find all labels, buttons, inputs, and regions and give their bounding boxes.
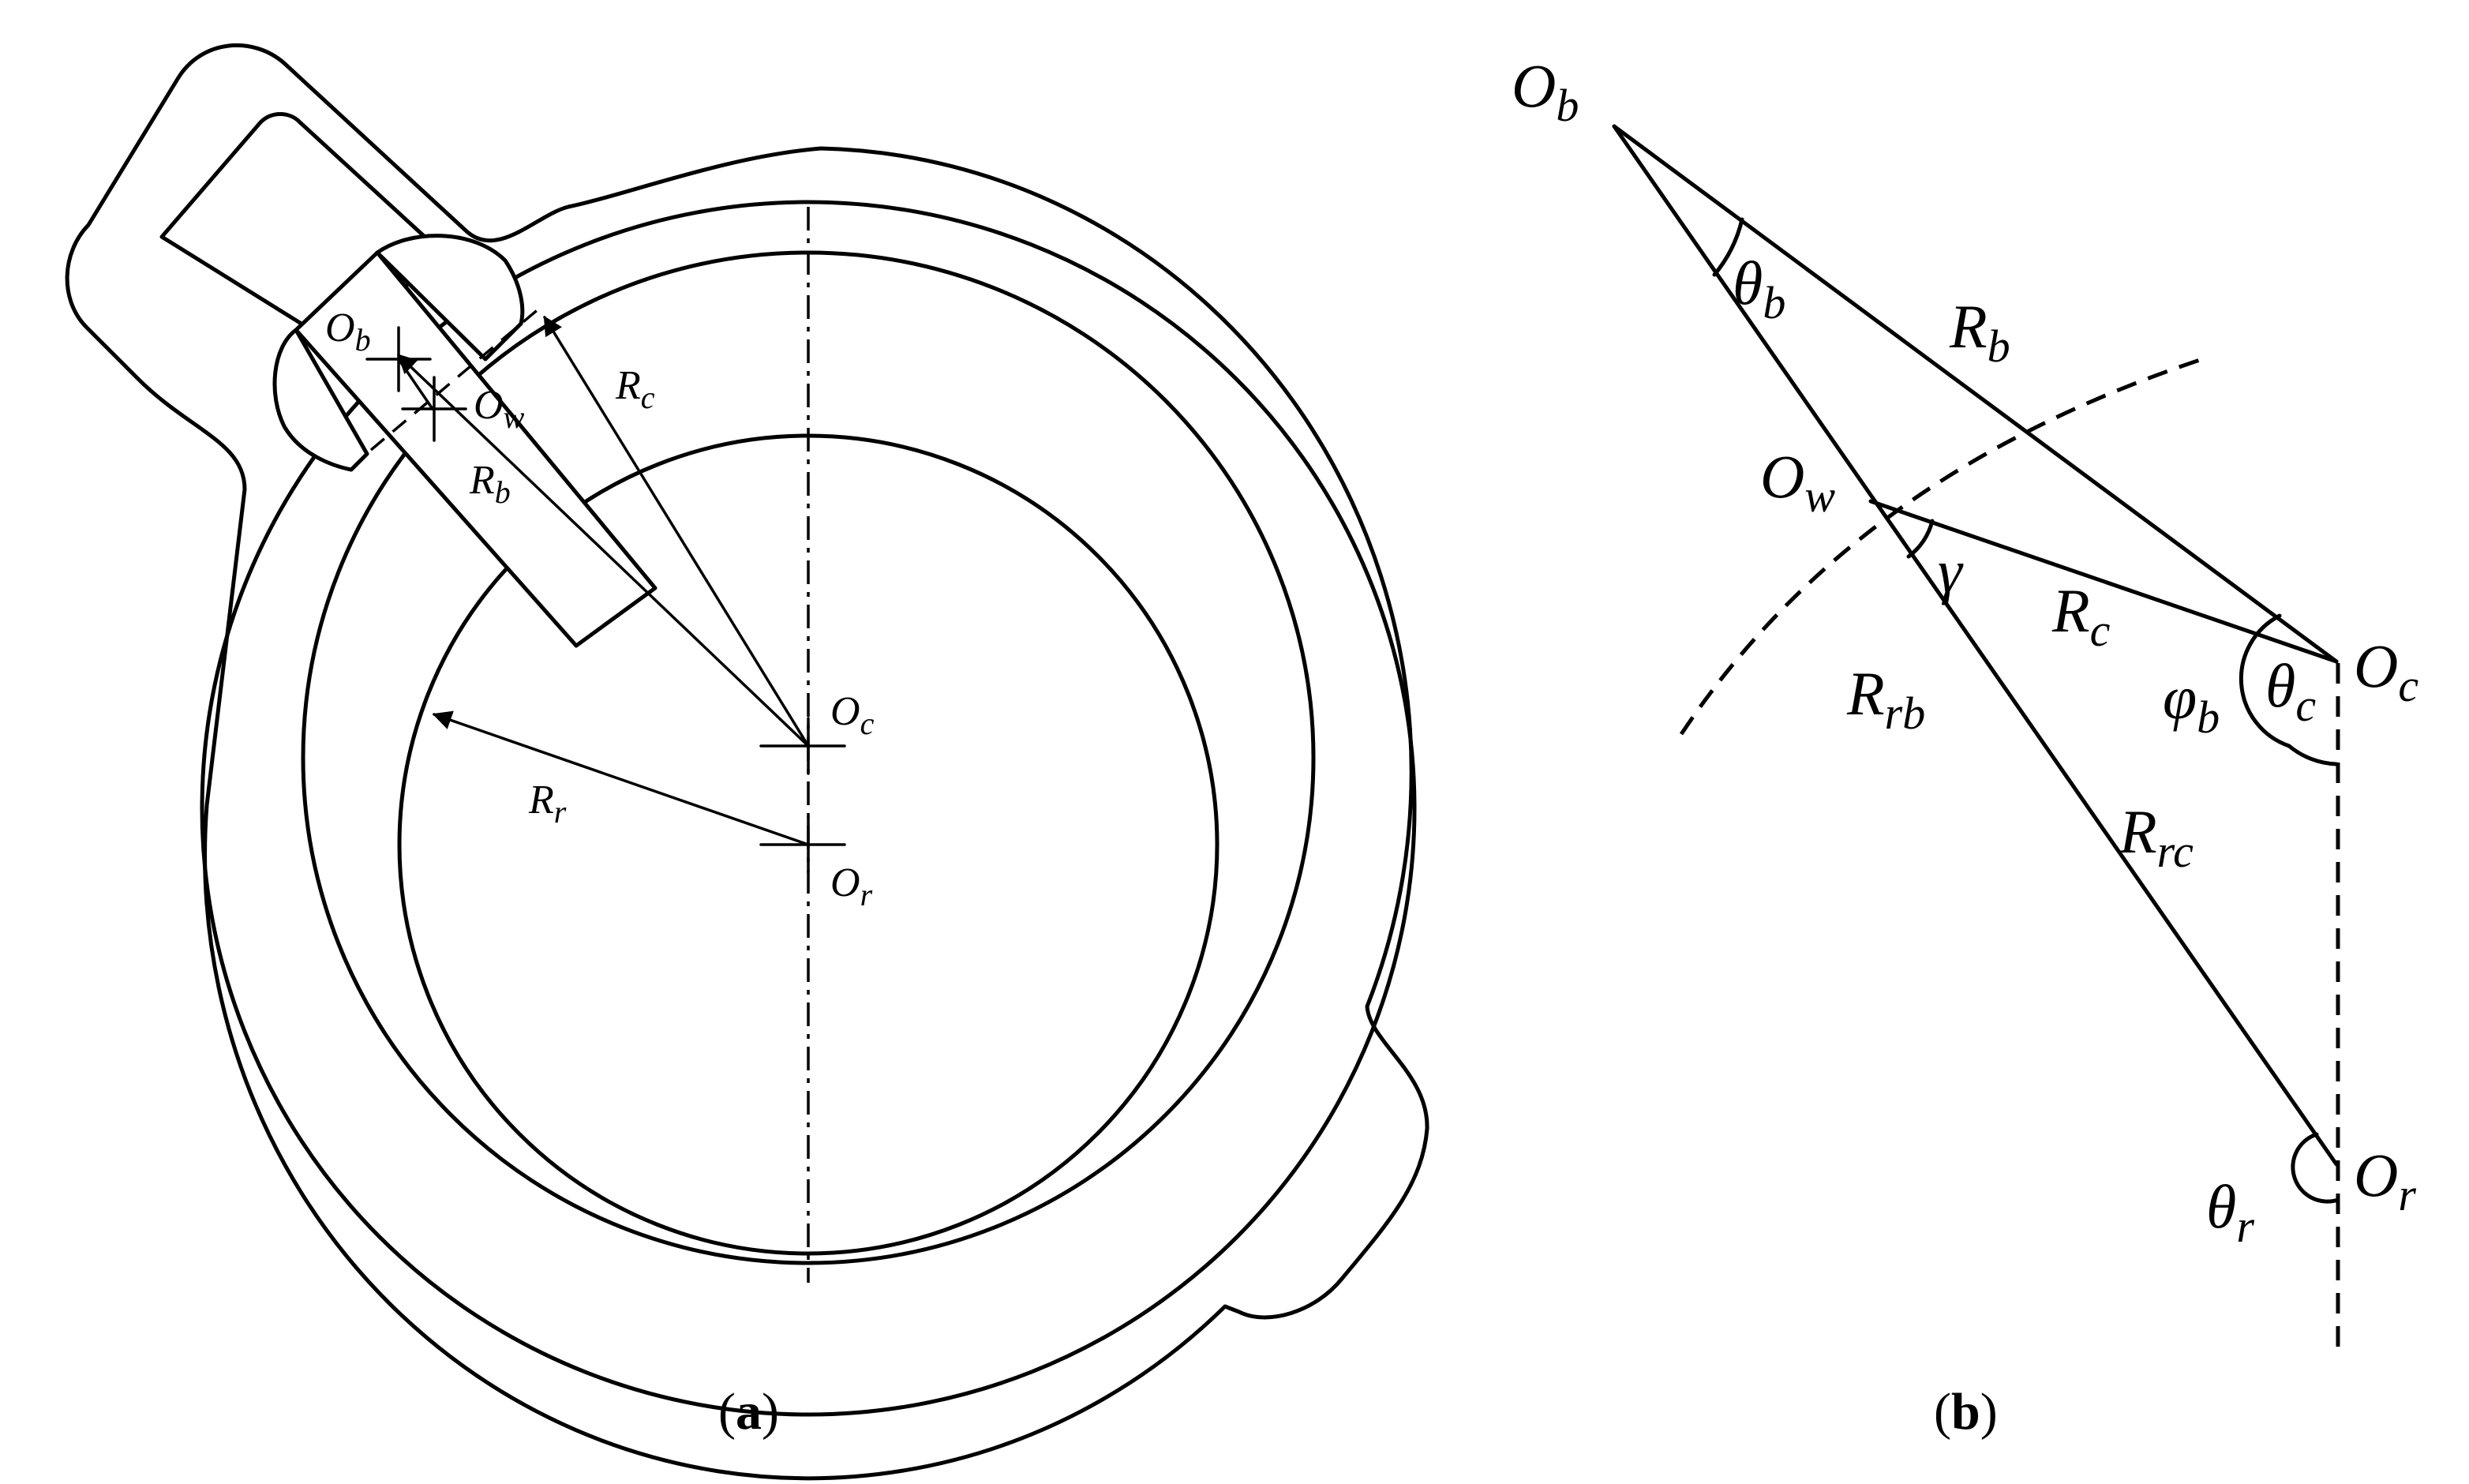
label-theta-c: θc — [2265, 651, 2316, 731]
arc-gamma — [1906, 519, 1935, 559]
handle-slot — [159, 112, 444, 350]
label-theta-r: θr — [2206, 1172, 2254, 1252]
arc-theta-c — [2239, 613, 2339, 766]
line-ob-oc — [1612, 124, 2339, 664]
lower-shoe — [272, 328, 369, 472]
rb-radius-line — [397, 354, 810, 748]
ow-to-ob-line — [397, 358, 434, 410]
label-oc-b: Oc — [2354, 631, 2418, 711]
caption-a: (a) — [718, 1383, 779, 1441]
outer-cam-circle — [200, 200, 1417, 1417]
label-rb-b: Rb — [1949, 292, 2010, 372]
label-ow-b: Ow — [1760, 442, 1835, 522]
line-ob-or — [1612, 124, 2339, 1167]
label-ob-a: Ob — [325, 305, 371, 358]
label-rb-a: Rb — [469, 458, 511, 510]
label-theta-b: θb — [1733, 249, 1785, 328]
label-oc-a: Oc — [830, 689, 875, 741]
label-gamma: γ — [1938, 537, 1964, 605]
dashed-link-line — [369, 302, 546, 452]
label-rc-b: Rc — [2051, 576, 2111, 656]
label-rr-a: Rr — [528, 778, 567, 830]
oc-center-mark — [759, 717, 846, 775]
label-rc-a: Rc — [615, 363, 655, 415]
caption-b: (b) — [1934, 1383, 1998, 1441]
label-or-b: Or — [2354, 1141, 2416, 1220]
outer-housing-outline — [65, 43, 1429, 1481]
label-ob-b: Ob — [1512, 51, 1579, 131]
rr-radius-line — [432, 710, 810, 846]
slider-block — [294, 250, 658, 648]
label-ow-a: Ow — [474, 383, 525, 435]
arc-theta-b — [1712, 217, 1744, 277]
arc-theta-r — [2291, 1132, 2340, 1204]
label-or-a: Or — [830, 860, 873, 913]
or-center-mark — [759, 815, 846, 874]
label-rrb: Rrb — [1846, 659, 1925, 739]
panel-a: Ob Ow Rc Rb Oc Rr Or (a) — [65, 43, 1429, 1481]
label-rrc: Rrc — [2119, 797, 2194, 877]
panel-b: Ob θb Rb Ow γ Rc Rrb φb θc Oc Rrc θr Or … — [1512, 51, 2418, 1441]
ow-center-mark — [401, 376, 467, 442]
ob-center-mark — [365, 326, 432, 392]
rc-radius-line — [543, 315, 810, 748]
label-phi-b: φb — [2163, 663, 2220, 743]
upper-shoe — [375, 234, 525, 362]
